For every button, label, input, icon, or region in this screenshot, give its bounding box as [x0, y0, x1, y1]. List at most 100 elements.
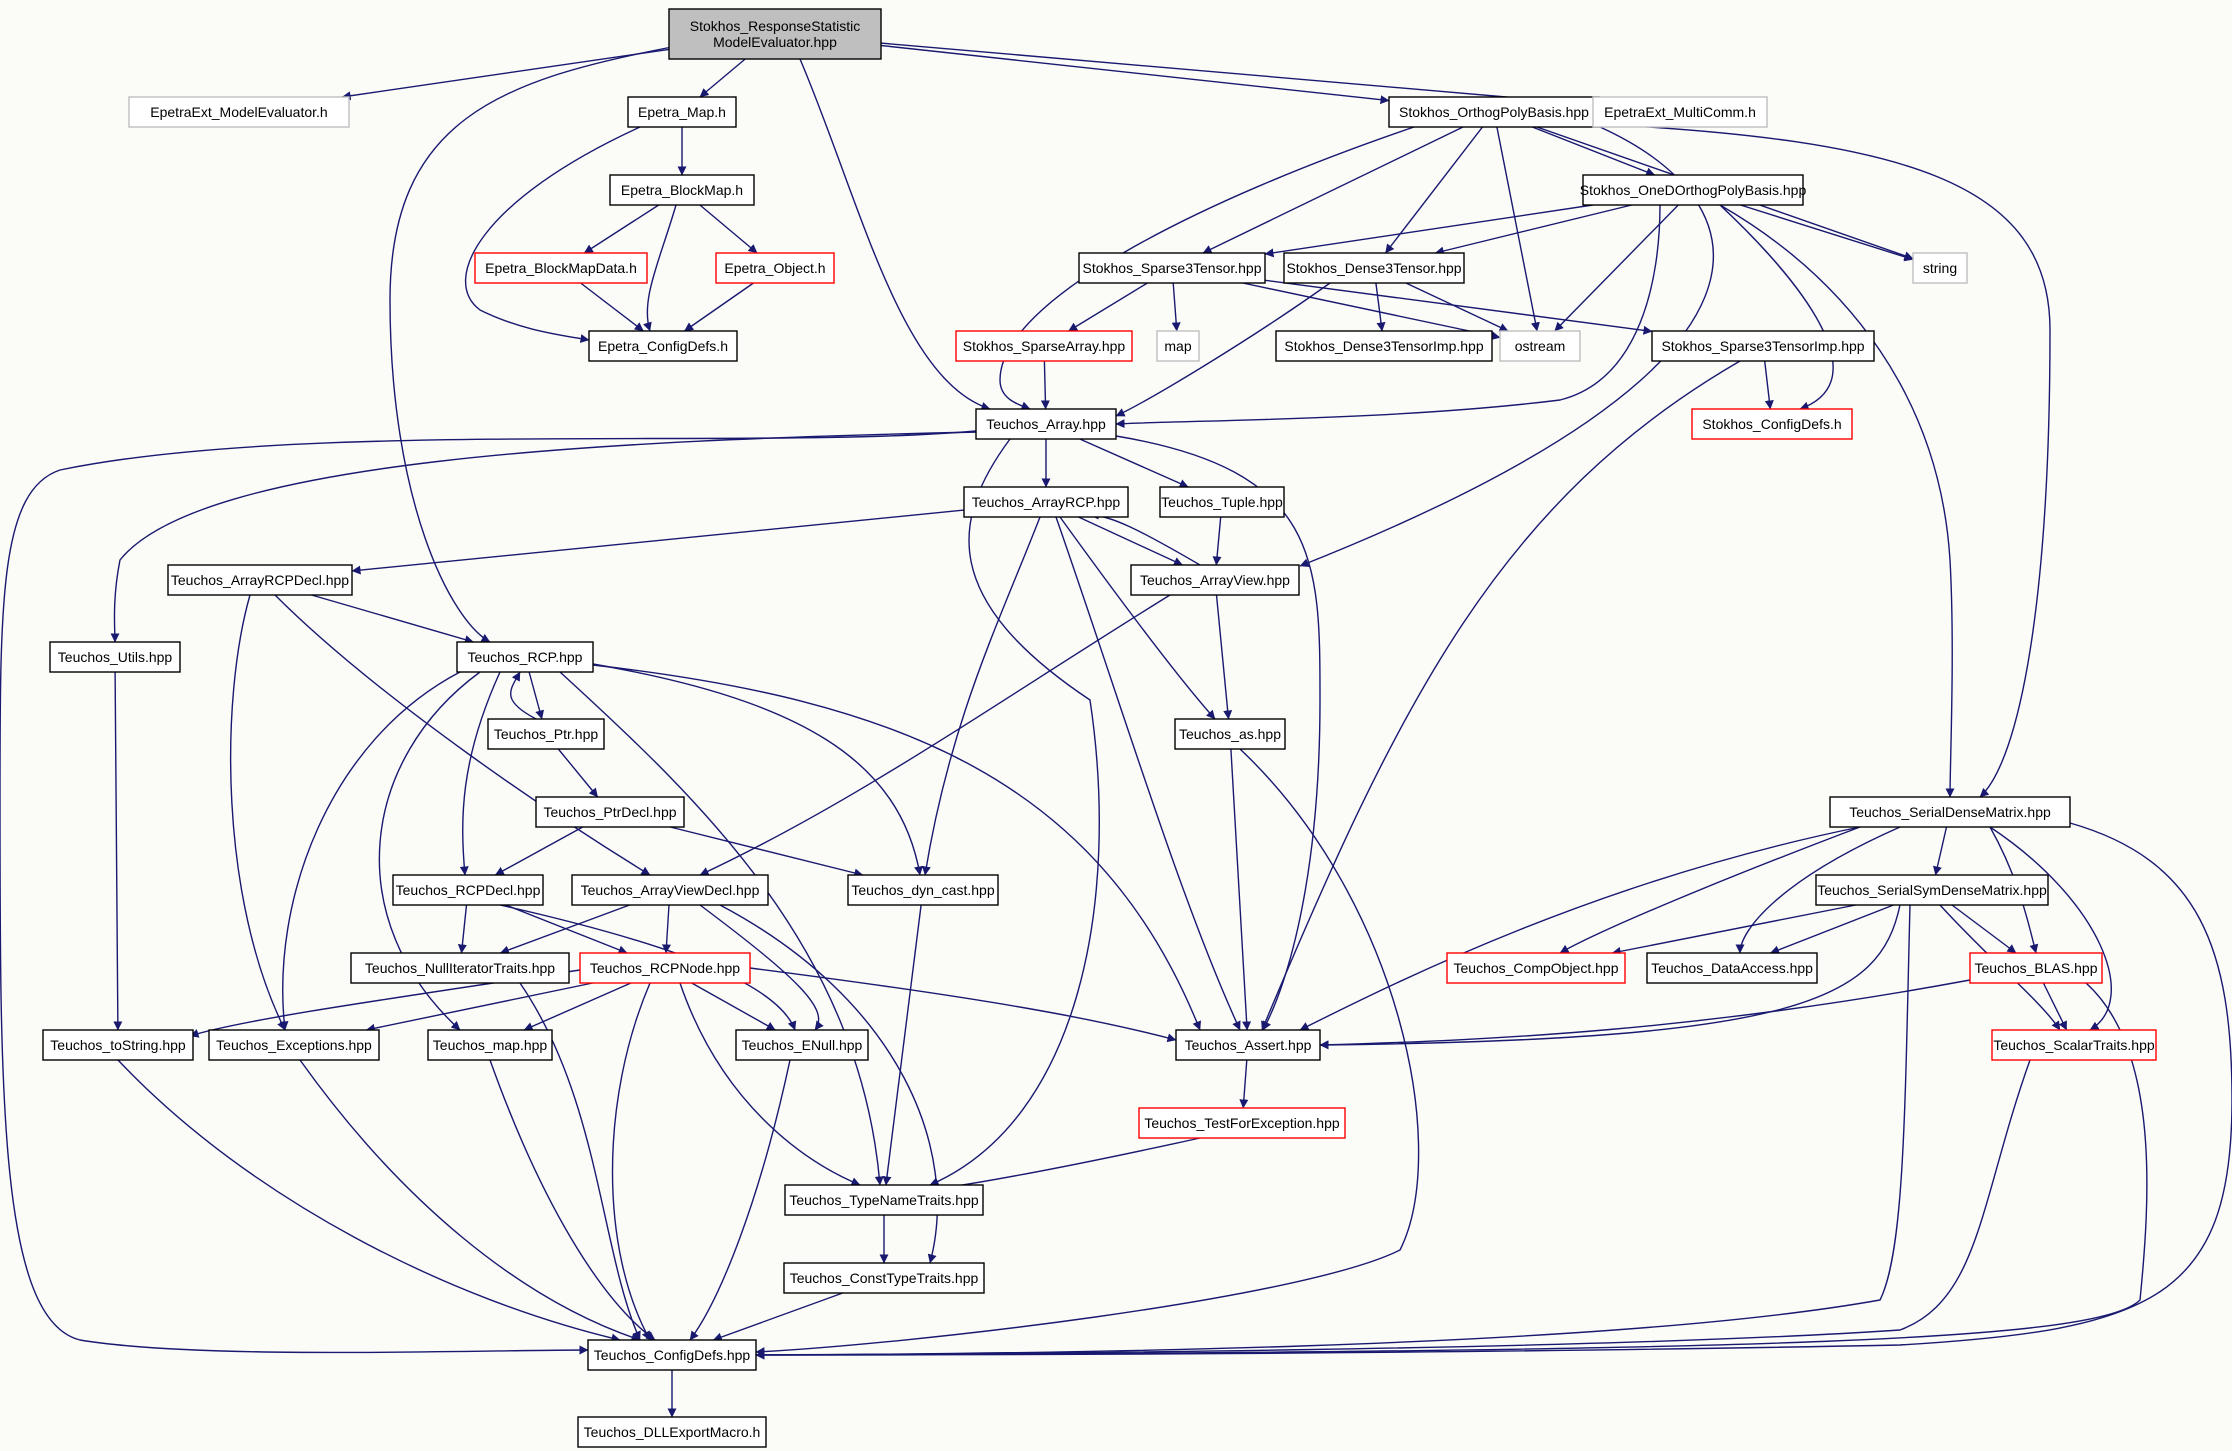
edge-t_avdecl-to-t_nulliter	[499, 904, 630, 955]
node-label-t_dll: Teuchos_DLLExportMacro.h	[584, 1424, 761, 1440]
node-box-ep_config	[588, 330, 738, 362]
node-t_scalar[interactable]: Teuchos_ScalarTraits.hpp	[1991, 1029, 2157, 1061]
edge-blockmap-to-ep_config	[643, 204, 677, 332]
edge-orthopoly-to-t_sdm	[1598, 123, 2051, 798]
node-box-t_dyncast	[847, 874, 999, 906]
node-box-epext_me	[128, 96, 350, 128]
node-bmdata[interactable]: Epetra_BlockMapData.h	[474, 252, 648, 284]
node-dense3[interactable]: Stokhos_Dense3Tensor.hpp	[1283, 252, 1465, 284]
node-label-t_rcp: Teuchos_RCP.hpp	[468, 649, 583, 665]
node-st_config[interactable]: Stokhos_ConfigDefs.h	[1691, 408, 1853, 440]
node-label-t_assert: Teuchos_Assert.hpp	[1185, 1037, 1312, 1053]
node-epobject[interactable]: Epetra_Object.h	[715, 252, 835, 284]
edge-t_sdm-to-t_compobj	[1559, 826, 1861, 954]
node-label-t_typename: Teuchos_TypeNameTraits.hpp	[789, 1192, 979, 1208]
node-label-root: Stokhos_ResponseStatistic	[690, 18, 860, 34]
node-t_arrayrcpdecl[interactable]: Teuchos_ArrayRCPDecl.hpp	[167, 564, 353, 596]
node-root[interactable]: Stokhos_ResponseStatisticModelEvaluator.…	[668, 8, 882, 60]
edge-onedortho-to-sparse3	[1264, 204, 1593, 258]
node-box-st_config	[1691, 408, 1853, 440]
node-sparse3[interactable]: Stokhos_Sparse3Tensor.hpp	[1078, 252, 1266, 284]
edge-t_array-to-t_assert	[1115, 435, 1321, 1031]
node-epetra_map[interactable]: Epetra_Map.h	[627, 96, 737, 128]
node-label-t_config: Teuchos_ConfigDefs.hpp	[594, 1347, 751, 1363]
edge-orthopoly-to-t_arrayview	[1299, 126, 1714, 568]
edge-sparsearray-to-t_array	[1040, 360, 1050, 410]
node-t_array[interactable]: Teuchos_Array.hpp	[975, 408, 1117, 440]
node-t_utils[interactable]: Teuchos_Utils.hpp	[49, 641, 181, 673]
node-dense3imp[interactable]: Stokhos_Dense3TensorImp.hpp	[1275, 330, 1493, 362]
node-label-t_sdm: Teuchos_SerialDenseMatrix.hpp	[1849, 804, 2051, 820]
node-t_blas[interactable]: Teuchos_BLAS.hpp	[1969, 952, 2103, 984]
edge-t_scalar-to-t_config	[755, 1059, 2031, 1360]
node-blockmap[interactable]: Epetra_BlockMap.h	[609, 174, 755, 206]
node-box-bmdata	[474, 252, 648, 284]
node-box-t_enull	[735, 1029, 869, 1061]
edge-dense3-to-ostream	[1405, 282, 1509, 332]
node-t_assert[interactable]: Teuchos_Assert.hpp	[1175, 1029, 1321, 1061]
node-label-t_exceptions: Teuchos_Exceptions.hpp	[216, 1037, 372, 1053]
edge-t_rcpnode-to-t_typename	[679, 982, 861, 1186]
node-t_typename[interactable]: Teuchos_TypeNameTraits.hpp	[784, 1184, 984, 1216]
node-t_rcp[interactable]: Teuchos_RCP.hpp	[456, 641, 594, 673]
node-ostream[interactable]: ostream	[1499, 330, 1581, 362]
node-t_testfor[interactable]: Teuchos_TestForException.hpp	[1138, 1107, 1346, 1139]
node-sparse3imp[interactable]: Stokhos_Sparse3TensorImp.hpp	[1651, 330, 1875, 362]
edge-t_as-to-t_config	[755, 748, 1420, 1357]
edge-t_rcp-to-t_exceptions	[279, 671, 461, 1031]
node-t_nulliter[interactable]: Teuchos_NullIteratorTraits.hpp	[350, 952, 570, 984]
edge-t_sdm-to-t_config	[755, 822, 2232, 1360]
node-label-sparse3imp: Stokhos_Sparse3TensorImp.hpp	[1661, 338, 1864, 354]
edge-epobject-to-ep_config	[684, 282, 754, 332]
node-t_avdecl[interactable]: Teuchos_ArrayViewDecl.hpp	[571, 874, 769, 906]
node-t_consttype[interactable]: Teuchos_ConstTypeTraits.hpp	[783, 1262, 985, 1294]
node-ep_config[interactable]: Epetra_ConfigDefs.h	[588, 330, 738, 362]
node-epext_mc[interactable]: EpetraExt_MultiComm.h	[1592, 96, 1768, 128]
node-t_ptrdecl[interactable]: Teuchos_PtrDecl.hpp	[535, 796, 685, 828]
edge-layer	[0, 42, 2232, 1418]
edge-t_arrayrcp-to-t_assert	[1055, 516, 1241, 1031]
edge-t_array-to-t_utils	[110, 431, 981, 643]
edge-t_ptrdecl-to-t_dyncast	[670, 826, 864, 878]
node-t_compobj[interactable]: Teuchos_CompObject.hpp	[1446, 952, 1626, 984]
node-box-t_config	[587, 1339, 757, 1371]
node-t_dataaccess[interactable]: Teuchos_DataAccess.hpp	[1646, 952, 1818, 984]
node-t_as[interactable]: Teuchos_as.hpp	[1174, 718, 1286, 750]
node-orthopoly[interactable]: Stokhos_OrthogPolyBasis.hpp	[1388, 96, 1600, 128]
node-t_dll[interactable]: Teuchos_DLLExportMacro.h	[577, 1416, 767, 1448]
node-t_tostring[interactable]: Teuchos_toString.hpp	[42, 1029, 194, 1061]
node-t_arrayrcp[interactable]: Teuchos_ArrayRCP.hpp	[963, 486, 1129, 518]
node-t_ssdm[interactable]: Teuchos_SerialSymDenseMatrix.hpp	[1815, 874, 2049, 906]
edge-sparse3-to-sparsearray	[1068, 282, 1148, 332]
node-t_enull[interactable]: Teuchos_ENull.hpp	[735, 1029, 869, 1061]
edge-orthopoly-to-t_array	[999, 126, 1415, 411]
edge-t_arrayview-to-t_arrayrcp	[1089, 510, 1201, 566]
node-t_dyncast[interactable]: Teuchos_dyn_cast.hpp	[847, 874, 999, 906]
node-onedortho[interactable]: Stokhos_OneDOrthogPolyBasis.hpp	[1580, 174, 1807, 206]
node-label-t_testfor: Teuchos_TestForException.hpp	[1144, 1115, 1340, 1131]
edge-t_blas-to-t_scalar	[2042, 982, 2068, 1031]
edge-onedortho-to-st_config	[1719, 204, 1834, 411]
edge-t_ssdm-to-t_dataaccess	[1770, 904, 1894, 955]
node-epext_me[interactable]: EpetraExt_ModelEvaluator.h	[128, 96, 350, 128]
node-t_arrayview[interactable]: Teuchos_ArrayView.hpp	[1130, 564, 1300, 596]
node-t_ptr[interactable]: Teuchos_Ptr.hpp	[487, 718, 605, 750]
node-sparsearray[interactable]: Stokhos_SparseArray.hpp	[955, 330, 1133, 362]
node-t_config[interactable]: Teuchos_ConfigDefs.hpp	[587, 1339, 757, 1371]
node-t_tuple[interactable]: Teuchos_Tuple.hpp	[1159, 486, 1285, 518]
node-t_sdm[interactable]: Teuchos_SerialDenseMatrix.hpp	[1829, 796, 2071, 828]
node-box-dense3imp	[1275, 330, 1493, 362]
node-box-map	[1156, 330, 1200, 362]
node-string[interactable]: string	[1912, 252, 1968, 284]
node-box-t_dll	[577, 1416, 767, 1448]
node-label-orthopoly: Stokhos_OrthogPolyBasis.hpp	[1399, 104, 1589, 120]
edge-t_rcpnode-to-t_map	[523, 982, 632, 1031]
node-t_rcpdecl[interactable]: Teuchos_RCPDecl.hpp	[392, 874, 544, 906]
node-t_rcpnode[interactable]: Teuchos_RCPNode.hpp	[579, 952, 751, 984]
node-label-t_ptrdecl: Teuchos_PtrDecl.hpp	[543, 804, 676, 820]
edge-sparse3imp-to-st_config	[1764, 360, 1774, 410]
node-t_map[interactable]: Teuchos_map.hpp	[427, 1029, 553, 1061]
node-t_exceptions[interactable]: Teuchos_Exceptions.hpp	[208, 1029, 380, 1061]
node-map[interactable]: map	[1156, 330, 1200, 362]
